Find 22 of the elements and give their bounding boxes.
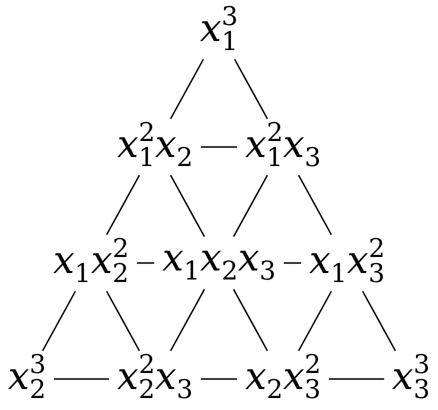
connector-line	[328, 378, 384, 380]
monomial-term: x$_{1}$$^{2}$x$_{3}$	[237, 118, 329, 176]
connector-line	[234, 58, 268, 120]
monomial-term: x$_{1}$x$_{2}$x$_{3}$	[154, 236, 284, 290]
connector-line	[106, 290, 140, 352]
monomial-term: x$_{2}$$^{2}$x$_{3}$	[109, 350, 201, 408]
connector-line	[170, 289, 206, 352]
connector-line	[362, 290, 396, 352]
connector-line	[232, 174, 268, 237]
connector-line	[170, 58, 204, 120]
connector-line	[42, 290, 76, 352]
connector-line	[136, 262, 154, 264]
connector-line	[200, 378, 238, 380]
connector-line	[284, 262, 302, 264]
connector-line	[298, 290, 332, 352]
connector-line	[170, 174, 206, 237]
connector-line	[232, 289, 268, 352]
connector-line	[106, 174, 140, 236]
connector-line	[200, 146, 238, 148]
connector-line	[298, 174, 332, 236]
monomial-term: x$_{1}$$^{2}$x$_{2}$	[109, 118, 201, 176]
connector-line	[54, 378, 110, 380]
